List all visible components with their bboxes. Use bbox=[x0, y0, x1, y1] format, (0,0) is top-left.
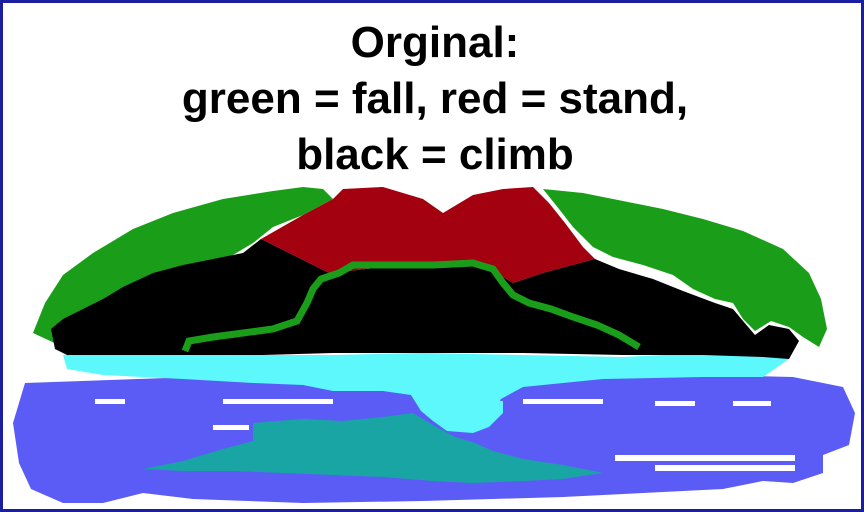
fall-region-right bbox=[543, 189, 827, 347]
shoreline-water bbox=[63, 353, 789, 419]
water-highlights bbox=[95, 399, 795, 471]
landscape-illustration bbox=[13, 187, 855, 503]
figure-caption: Orginal: green = fall, red = stand, blac… bbox=[3, 15, 861, 183]
caption-legend-line-2: black = climb bbox=[296, 130, 574, 179]
shoreline-channel bbox=[411, 395, 503, 433]
stand-region bbox=[261, 187, 595, 283]
caption-legend-line-1: green = fall, red = stand, bbox=[181, 74, 689, 123]
caption-title: Orginal: bbox=[350, 18, 520, 67]
fall-trail bbox=[181, 259, 641, 353]
mountain-reflection bbox=[143, 413, 603, 483]
